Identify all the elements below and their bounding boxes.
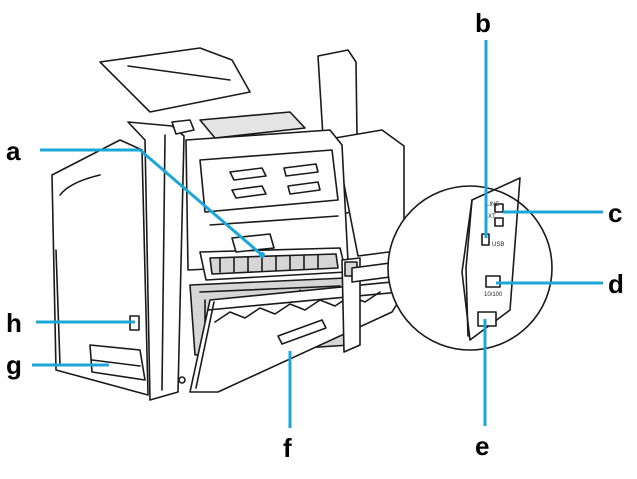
callout-b: b <box>475 8 491 38</box>
network-port-label: 10/100 <box>484 292 503 298</box>
top-cover <box>317 49 405 257</box>
magnified-port-panel: LINE EXT. USB 10/100 <box>351 177 553 351</box>
power-socket-icon <box>477 311 497 327</box>
leader-lines <box>32 40 603 428</box>
callout-f: f <box>283 433 292 463</box>
support-column <box>127 119 195 401</box>
printer-illustration <box>51 47 413 401</box>
callout-c: c <box>608 198 622 228</box>
line-port-icon <box>494 203 504 213</box>
callout-h: h <box>6 308 22 338</box>
left-side-panel <box>51 139 149 396</box>
usb-port-label: USB <box>492 242 504 248</box>
rear-body <box>185 129 349 271</box>
output-tray <box>99 47 306 139</box>
ext-port-label: EXT. <box>484 214 497 220</box>
callout-d: d <box>608 269 624 299</box>
line-port-label: LINE <box>486 202 499 208</box>
leader-a-dot <box>259 252 265 258</box>
callout-g: g <box>6 350 22 380</box>
fuser-unit <box>199 233 347 281</box>
callout-e: e <box>475 431 489 461</box>
ext-port-icon <box>494 217 504 227</box>
leader-a-diag <box>139 148 263 257</box>
callout-a: a <box>6 136 21 166</box>
callout-labels: a b c d e f g h <box>6 8 624 463</box>
